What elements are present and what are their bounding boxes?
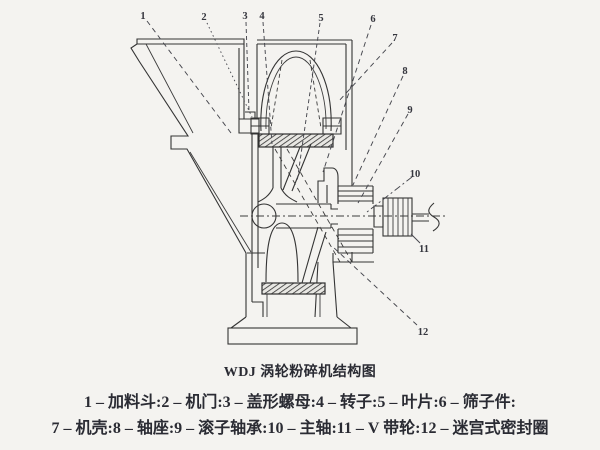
callout-6: 6 bbox=[370, 14, 375, 25]
callout-7: 7 bbox=[392, 33, 397, 44]
callout-10: 10 bbox=[410, 169, 421, 180]
figure-caption: WDJ 涡轮粉碎机结构图 bbox=[223, 365, 377, 380]
feed-hopper-outline bbox=[130, 38, 252, 317]
labyrinth-seal-housing bbox=[317, 167, 339, 203]
rotor-and-shaft bbox=[240, 143, 447, 263]
callout-3: 3 bbox=[242, 11, 247, 22]
callout-9: 9 bbox=[407, 105, 412, 116]
cap-nut-block bbox=[238, 111, 260, 268]
machine-door-dome bbox=[250, 50, 342, 135]
callout-numbers: 1 2 3 4 5 6 7 8 9 10 11 12 bbox=[140, 11, 429, 338]
rotor-disc-band bbox=[258, 133, 334, 148]
callout-8: 8 bbox=[402, 66, 407, 77]
callout-12: 12 bbox=[418, 327, 429, 338]
crusher-structure-diagram: 1 2 3 4 5 6 7 8 9 10 11 12 bbox=[130, 11, 447, 345]
callout-leader-lines bbox=[146, 20, 421, 326]
callout-4: 4 bbox=[259, 11, 265, 22]
casing-outline bbox=[247, 39, 353, 254]
base-pedestal bbox=[227, 222, 374, 345]
v-belt-pulley bbox=[373, 197, 440, 237]
figure-legend: 1 – 加料斗:2 – 机门:3 – 盖形螺母:4 – 转子:5 – 叶片:6 … bbox=[0, 390, 600, 442]
legend-line-1: 1 – 加料斗:2 – 机门:3 – 盖形螺母:4 – 转子:5 – 叶片:6 … bbox=[84, 394, 516, 411]
legend-line-2: 7 – 机壳:8 – 轴座:9 – 滚子轴承:10 – 主轴:11 – V 带轮… bbox=[51, 420, 549, 437]
bearing-seat-fins bbox=[337, 185, 374, 254]
callout-5: 5 bbox=[318, 13, 323, 24]
callout-11: 11 bbox=[419, 244, 429, 255]
callout-2: 2 bbox=[201, 12, 206, 23]
callout-1: 1 bbox=[140, 11, 145, 22]
